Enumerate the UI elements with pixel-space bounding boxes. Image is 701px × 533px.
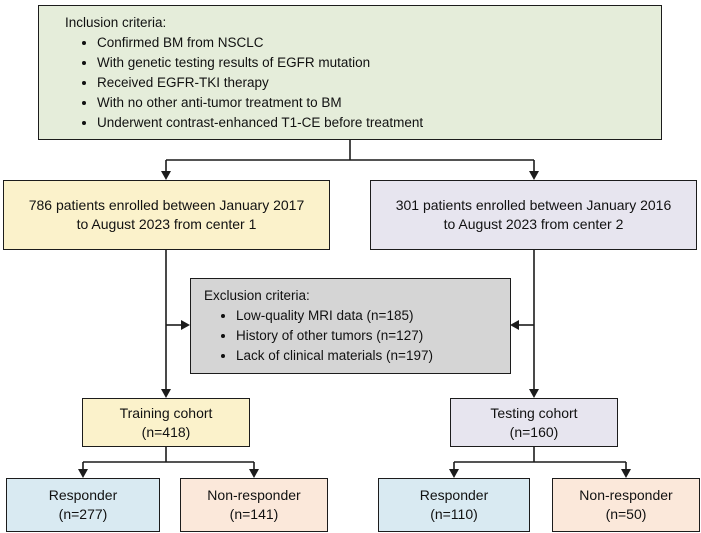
testing-nonresponder-box: Non-responder (n=50) (552, 478, 700, 532)
connector-center1-to-training (161, 250, 171, 398)
testing-cohort-count: (n=160) (509, 423, 559, 440)
testing-responder-box: Responder (n=110) (378, 478, 530, 532)
center1-enrollment-box: 786 patients enrolled between January 20… (3, 180, 330, 250)
testing-responder-count: (n=110) (430, 506, 478, 522)
exclusion-criteria-box: Exclusion criteria: Low-quality MRI data… (190, 278, 511, 374)
inclusion-criterion: Received EGFR-TKI therapy (97, 73, 643, 93)
connector-left-to-exclusion (166, 320, 190, 330)
training-nonresponder-box: Non-responder (n=141) (180, 478, 328, 532)
exclusion-criteria-title: Exclusion criteria: (204, 288, 310, 303)
training-responder-count: (n=277) (58, 506, 108, 522)
center2-enrollment-box: 301 patients enrolled between January 20… (370, 180, 697, 250)
inclusion-criteria-list: Confirmed BM from NSCLC With genetic tes… (65, 33, 643, 133)
exclusion-criterion: Low-quality MRI data (n=185) (236, 306, 500, 326)
center2-enrollment-line2: to August 2023 from center 2 (443, 216, 624, 232)
exclusion-criteria-list: Low-quality MRI data (n=185) History of … (204, 306, 500, 366)
exclusion-criterion: Lack of clinical materials (n=197) (236, 346, 500, 366)
connector-training-to-responders (78, 447, 259, 478)
training-cohort-box: Training cohort (n=418) (82, 398, 250, 447)
center1-enrollment-line1: 786 patients enrolled between January 20… (28, 197, 305, 213)
connector-center2-to-testing (529, 250, 539, 398)
inclusion-criterion: Underwent contrast-enhanced T1-CE before… (97, 113, 643, 133)
testing-cohort-label: Testing cohort (490, 404, 578, 421)
training-responder-box: Responder (n=277) (6, 478, 160, 532)
inclusion-criterion: With genetic testing results of EGFR mut… (97, 53, 643, 73)
center1-enrollment-line2: to August 2023 from center 1 (76, 216, 257, 232)
training-responder-label: Responder (48, 487, 118, 503)
connector-inclusion-to-cohorts (161, 140, 539, 180)
exclusion-criterion: History of other tumors (n=127) (236, 326, 500, 346)
testing-nonresponder-label: Non-responder (579, 487, 673, 503)
training-nonresponder-count: (n=141) (229, 506, 279, 522)
connector-testing-to-responders (449, 447, 631, 478)
training-nonresponder-label: Non-responder (207, 487, 301, 503)
inclusion-criteria-title: Inclusion criteria: (65, 14, 167, 30)
inclusion-criteria-box: Inclusion criteria: Confirmed BM from NS… (38, 5, 662, 140)
training-cohort-count: (n=418) (141, 423, 191, 440)
testing-nonresponder-count: (n=50) (605, 506, 647, 522)
inclusion-criterion: With no other anti-tumor treatment to BM (97, 93, 643, 113)
connector-right-to-exclusion (510, 320, 534, 330)
testing-responder-label: Responder (419, 487, 489, 503)
testing-cohort-box: Testing cohort (n=160) (450, 398, 618, 447)
center2-enrollment-line1: 301 patients enrolled between January 20… (395, 197, 672, 213)
inclusion-criterion: Confirmed BM from NSCLC (97, 33, 643, 53)
training-cohort-label: Training cohort (119, 404, 213, 421)
